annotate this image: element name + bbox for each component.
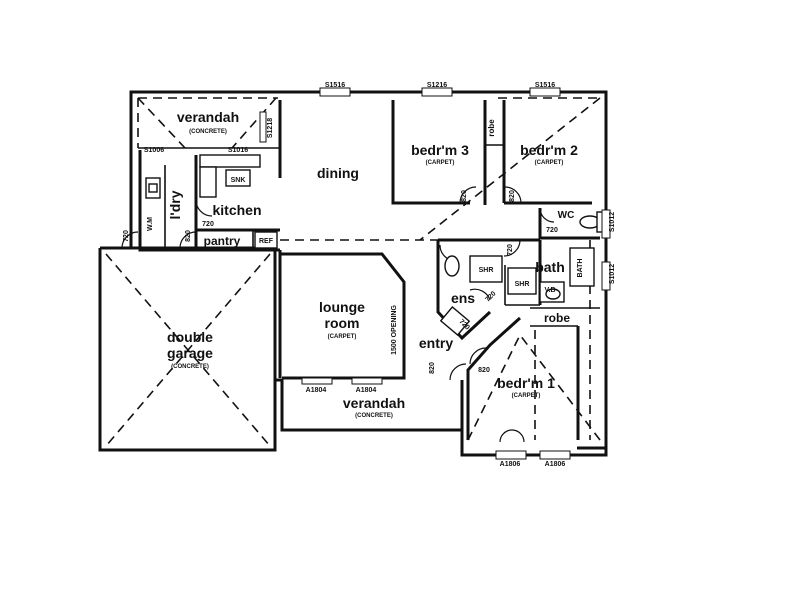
dim-win-lounge2: A1804	[356, 387, 377, 394]
robe-top-label: robe	[487, 119, 496, 137]
windows	[301, 87, 611, 460]
fixture-labels: REF SHR SHR V.B BATH SNK W.M	[147, 177, 584, 294]
bath-tub-label: BATH	[577, 259, 584, 278]
dim-door-garage: 720	[123, 230, 130, 242]
lounge-label-line1: lounge	[319, 299, 365, 315]
dining-label: dining	[317, 165, 359, 181]
laundry-label: l'dry	[167, 190, 183, 219]
dim-win-ldry: S1006	[144, 147, 164, 154]
dim-win-bed1b: A1806	[545, 461, 566, 468]
lounge-floor: (CARPET)	[328, 334, 357, 340]
bedroom3-floor: (CARPET)	[426, 160, 455, 166]
bath-label: bath	[535, 259, 565, 275]
dim-door-bath: 720	[507, 244, 514, 256]
lounge-label-line2: room	[325, 315, 360, 331]
dim-top1: S1516	[325, 82, 345, 89]
dim-door-ldry: 820	[185, 230, 192, 242]
dim-door-ens: 720	[484, 290, 497, 303]
ensuite-label: ens	[451, 290, 475, 306]
dim-right1: S1012	[609, 212, 616, 232]
shower-bath	[507, 267, 537, 295]
kitchen-label: kitchen	[212, 202, 261, 218]
dim-top3: S1516	[535, 82, 555, 89]
bedroom1-floor: (CARPET)	[512, 393, 541, 399]
verandah-top-floor: (CONCRETE)	[189, 129, 227, 135]
bath-tub	[569, 247, 595, 287]
sink-label: SNK	[231, 177, 246, 184]
dim-door-bed2: 820	[509, 190, 516, 202]
bedroom3-label: bedr'm 3	[411, 142, 469, 158]
dim-door-bed3: 820	[461, 190, 468, 202]
verandah-top-label: verandah	[177, 109, 239, 125]
shower-label: SHR	[479, 267, 494, 274]
verandah-bottom-floor: (CONCRETE)	[355, 413, 393, 419]
pantry-label: pantry	[204, 234, 241, 248]
garage-floor: (CONCRETE)	[171, 364, 209, 370]
roof-lines	[280, 97, 601, 441]
shower	[469, 255, 503, 283]
dim-door-entry: 820	[429, 362, 436, 374]
dim-win-verandah: S1218	[267, 118, 274, 138]
dim-top2: S1216	[427, 82, 447, 89]
washer-label: W.M	[147, 217, 154, 231]
robe-mid-label: robe	[544, 311, 570, 325]
garage-roof-lines	[105, 253, 271, 447]
shower-bath-label: SHR	[515, 281, 530, 288]
bedroom1-label: bedr'm 1	[497, 375, 555, 391]
fridge-label: REF	[259, 238, 274, 245]
doors	[121, 186, 555, 443]
dim-win-bed1a: A1806	[500, 461, 521, 468]
vanity-label: V.B	[544, 287, 555, 294]
dim-win-lounge1: A1804	[306, 387, 327, 394]
fridge	[254, 231, 278, 249]
dim-right2: S1012	[609, 264, 616, 284]
exterior-walls	[98, 90, 608, 457]
verandah-bottom-label: verandah	[343, 395, 405, 411]
entry-label: entry	[419, 335, 453, 351]
bedroom2-label: bedr'm 2	[520, 142, 578, 158]
dimension-labels: S1516 S1216 S1516 S1218 S1006 S1016 720 …	[123, 82, 616, 468]
room-labels: verandah (CONCRETE) dining bedr'm 3 (CAR…	[167, 109, 578, 419]
garage-label-line1: double	[167, 329, 213, 345]
dim-door-wc: 720	[546, 227, 558, 234]
dim-door-bed1: 820	[478, 367, 490, 374]
top-verandah	[137, 97, 280, 149]
dim-door-kitchen: 720	[202, 221, 214, 228]
wc-label: WC	[558, 210, 575, 221]
fixtures	[145, 154, 604, 336]
dim-win-kitchen: S1016	[228, 147, 248, 154]
dim-opening: 1500 OPENING	[391, 305, 398, 355]
garage-label-line2: garage	[167, 345, 213, 361]
bedroom2-floor: (CARPET)	[535, 160, 564, 166]
